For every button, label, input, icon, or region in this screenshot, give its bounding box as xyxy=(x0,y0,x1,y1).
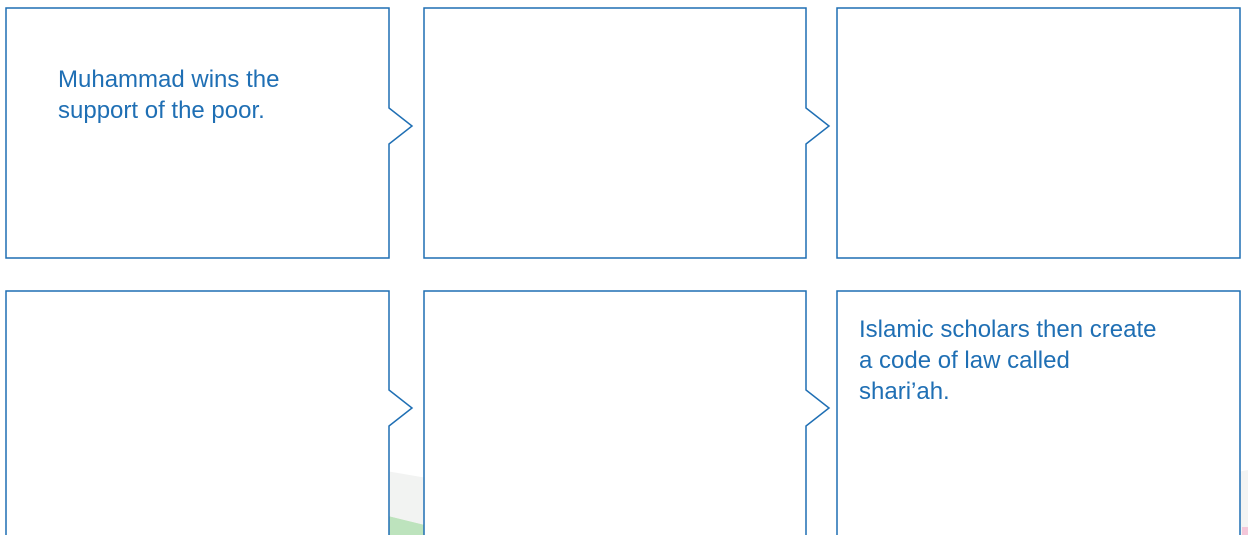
flow-box-5 xyxy=(423,290,831,535)
background-pink-corner xyxy=(1242,527,1248,535)
flow-box-1-text: Muhammad wins the support of the poor. xyxy=(58,66,280,124)
flow-box-3 xyxy=(836,7,1241,259)
flow-box-2 xyxy=(423,7,831,259)
flow-box-6-text: Islamic scholars then create a code of l… xyxy=(859,316,1157,405)
flow-box-1 xyxy=(5,7,414,259)
flow-box-6 xyxy=(836,290,1241,535)
flow-box-4 xyxy=(5,290,414,535)
